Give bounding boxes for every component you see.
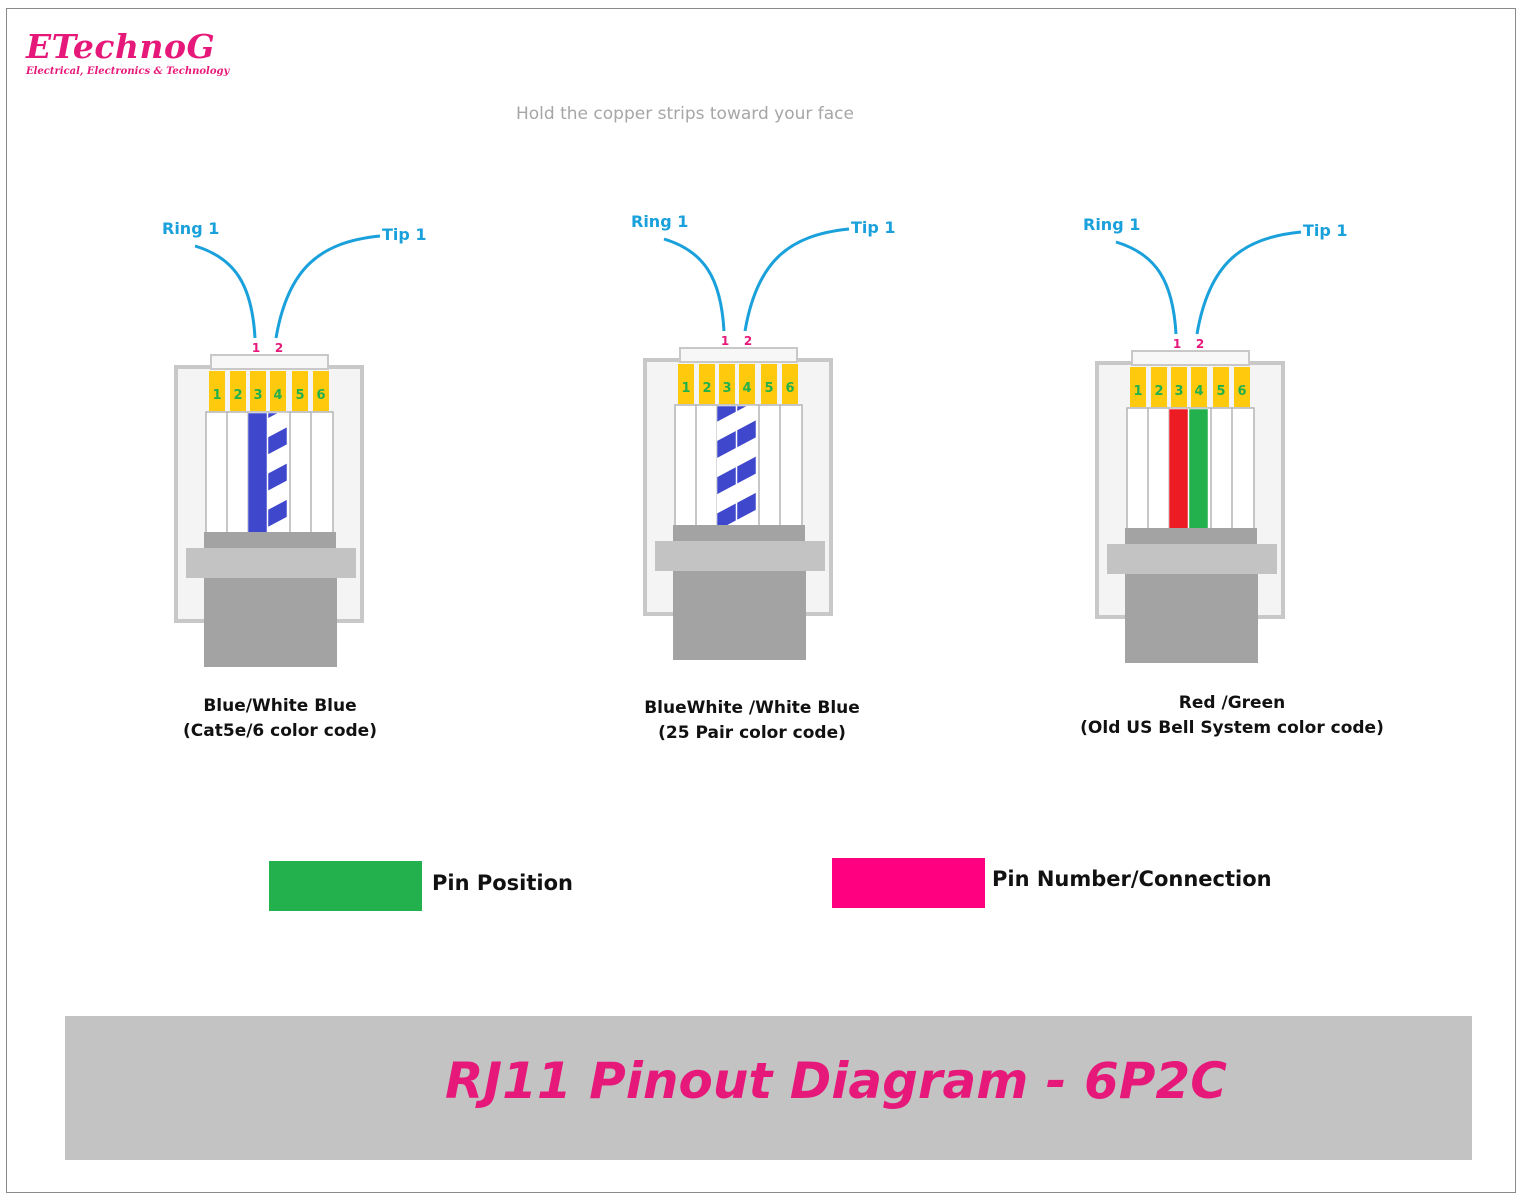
plug-latch-band bbox=[1107, 544, 1277, 574]
legend-label-pin-number: Pin Number/Connection bbox=[992, 867, 1272, 891]
ring-lead-line bbox=[1115, 240, 1178, 335]
connector-1-caption: Blue/White Blue (Cat5e/6 color code) bbox=[150, 694, 410, 744]
tip-lead-line bbox=[274, 234, 381, 339]
brand-logo: ETechnoG Electrical, Electronics & Techn… bbox=[26, 30, 229, 77]
plug-crimp-bar bbox=[204, 532, 336, 549]
instruction-hint: Hold the copper strips toward your face bbox=[516, 104, 854, 124]
gold-contact-pin bbox=[313, 371, 329, 411]
tip-label: Tip 1 bbox=[382, 225, 427, 244]
wire-pin-4 bbox=[267, 412, 288, 534]
legend-swatch-pin-position bbox=[269, 861, 422, 911]
plug-latch-band bbox=[655, 541, 825, 571]
plug-crimp-bar bbox=[1125, 528, 1257, 545]
tip-label: Tip 1 bbox=[1303, 221, 1348, 240]
plug-latch-band bbox=[186, 548, 356, 578]
pin-position-number: 2 bbox=[702, 381, 711, 396]
pin-position-number: 1 bbox=[681, 381, 690, 396]
title-banner: RJ11 Pinout Diagram - 6P2C bbox=[65, 1016, 1472, 1160]
gold-contact-pin bbox=[761, 364, 777, 404]
page-frame bbox=[6, 8, 1516, 1193]
connector-1-caption-line1: Blue/White Blue bbox=[203, 696, 357, 716]
pin-position-number: 4 bbox=[742, 381, 751, 396]
pin-position-number: 6 bbox=[1237, 384, 1246, 399]
connection-number-1: 1 bbox=[1173, 337, 1181, 351]
connection-number-1: 1 bbox=[252, 341, 260, 355]
pin-position-number: 1 bbox=[212, 388, 221, 403]
pin-position-number: 5 bbox=[764, 381, 773, 396]
cable-boot bbox=[1125, 574, 1258, 663]
ring-label: Ring 1 bbox=[162, 219, 219, 238]
plug-top-tab bbox=[210, 354, 329, 370]
wire-pin-3 bbox=[1168, 408, 1189, 530]
wire-pin-3 bbox=[247, 412, 268, 534]
connector-2-caption: BlueWhite /White Blue (25 Pair color cod… bbox=[622, 696, 882, 746]
legend-swatch-pin-number bbox=[832, 858, 985, 908]
connection-number-2: 2 bbox=[1196, 337, 1204, 351]
ring-lead-line bbox=[663, 237, 726, 332]
gold-contact-pin bbox=[292, 371, 308, 411]
tip-lead-line bbox=[1195, 230, 1302, 335]
gold-contact-pin bbox=[1213, 367, 1229, 407]
pin-position-number: 5 bbox=[295, 388, 304, 403]
gold-contact-pin bbox=[250, 371, 266, 411]
connection-number-2: 2 bbox=[275, 341, 283, 355]
brand-wordmark: ETechnoG bbox=[26, 27, 216, 66]
connector-1-caption-line2: (Cat5e/6 color code) bbox=[183, 721, 377, 741]
wire-pin-4 bbox=[1188, 408, 1209, 530]
gold-contact-pin bbox=[678, 364, 694, 404]
connection-number-1: 1 bbox=[721, 334, 729, 348]
gold-contact-pin bbox=[1130, 367, 1146, 407]
wire-pin-4 bbox=[736, 405, 757, 527]
diagram-title: RJ11 Pinout Diagram - 6P2C bbox=[445, 1052, 1227, 1110]
tip-label: Tip 1 bbox=[851, 218, 896, 237]
connection-number-2: 2 bbox=[744, 334, 752, 348]
plug-crimp-bar bbox=[673, 525, 805, 542]
gold-contact-pin bbox=[230, 371, 246, 411]
ring-lead-line bbox=[194, 244, 257, 339]
cable-boot bbox=[204, 578, 337, 667]
pin-position-number: 2 bbox=[1154, 384, 1163, 399]
pin-position-number: 1 bbox=[1133, 384, 1142, 399]
pin-position-number: 5 bbox=[1216, 384, 1225, 399]
gold-contact-pin bbox=[699, 364, 715, 404]
gold-contact-pin bbox=[1234, 367, 1250, 407]
tip-lead-line bbox=[743, 227, 850, 332]
gold-contact-pin bbox=[739, 364, 755, 404]
ring-label: Ring 1 bbox=[1083, 215, 1140, 234]
brand-tagline: Electrical, Electronics & Technology bbox=[26, 66, 230, 77]
pin-position-number: 4 bbox=[273, 388, 282, 403]
pin-position-number: 2 bbox=[233, 388, 242, 403]
connector-3-caption-line2: (Old US Bell System color code) bbox=[1080, 718, 1384, 738]
pin-position-number: 6 bbox=[785, 381, 794, 396]
pin-position-number: 3 bbox=[722, 381, 731, 396]
connector-2-caption-line2: (25 Pair color code) bbox=[658, 723, 846, 743]
gold-contact-pin bbox=[782, 364, 798, 404]
connector-3-caption: Red /Green (Old US Bell System color cod… bbox=[1072, 691, 1392, 741]
gold-contact-pin bbox=[1151, 367, 1167, 407]
plug-top-tab bbox=[1131, 350, 1250, 366]
gold-contact-pin bbox=[719, 364, 735, 404]
connector-2-caption-line1: BlueWhite /White Blue bbox=[644, 698, 860, 718]
legend-label-pin-position: Pin Position bbox=[432, 871, 573, 895]
cable-boot bbox=[673, 571, 806, 660]
pin-position-number: 4 bbox=[1194, 384, 1203, 399]
ring-label: Ring 1 bbox=[631, 212, 688, 231]
pin-position-number: 3 bbox=[253, 388, 262, 403]
gold-contact-pin bbox=[1191, 367, 1207, 407]
pin-position-number: 3 bbox=[1174, 384, 1183, 399]
gold-contact-pin bbox=[1171, 367, 1187, 407]
gold-contact-pin bbox=[209, 371, 225, 411]
pin-position-number: 6 bbox=[316, 388, 325, 403]
wire-pin-3 bbox=[716, 405, 737, 527]
plug-top-tab bbox=[679, 347, 798, 363]
connector-3-caption-line1: Red /Green bbox=[1178, 693, 1286, 713]
gold-contact-pin bbox=[270, 371, 286, 411]
